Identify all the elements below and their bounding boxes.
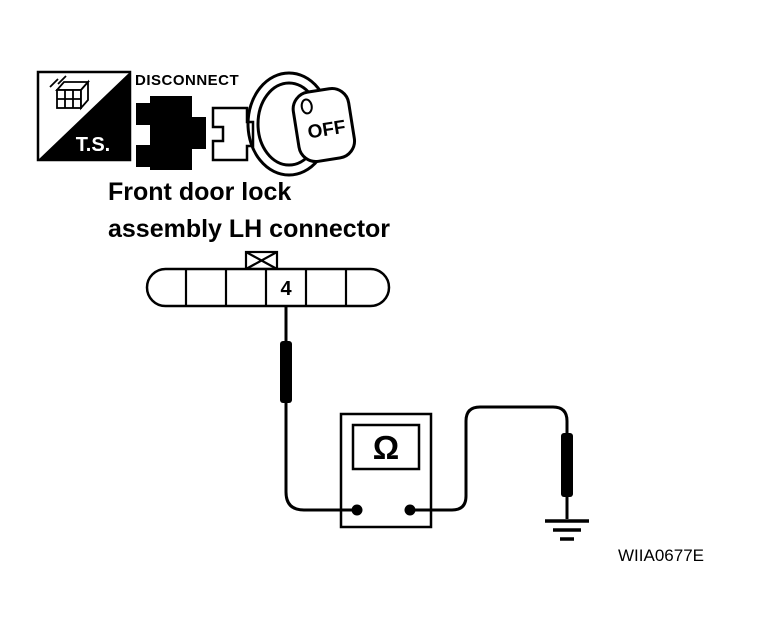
disconnect-label: DISCONNECT — [135, 72, 239, 89]
ts-tool-icon: T.S. — [36, 70, 132, 162]
connector-clip-marker-icon — [244, 250, 279, 271]
connector-body — [145, 267, 391, 308]
figure-id: WIIA0677E — [618, 546, 704, 565]
key-hole — [300, 98, 313, 115]
ohmmeter-terminal-left — [351, 504, 363, 516]
caption-line-1: Front door lock — [108, 178, 291, 206]
disconnect-left-connector-icon — [136, 96, 206, 170]
test-probe-right — [561, 433, 573, 497]
disconnect-icon: DISCONNECT — [135, 72, 255, 170]
caption-line-2: assembly LH connector — [108, 215, 390, 243]
key-off-icon: OFF — [246, 71, 357, 177]
test-leads — [284, 306, 569, 519]
key-head: OFF — [291, 87, 357, 164]
ohm-symbol: Ω — [373, 429, 399, 466]
caption: Front door lock assembly LH connector — [108, 178, 390, 243]
ts-icon-black-triangle — [38, 72, 130, 160]
ohmmeter-terminal-right — [404, 504, 416, 516]
ohmmeter-display — [351, 423, 421, 471]
ground-icon — [545, 519, 589, 541]
ts-icon-label: T.S. — [76, 134, 110, 156]
connector-cell-dividers — [184, 269, 348, 306]
connector-pin-4-label: 4 — [280, 278, 292, 300]
wire-meter-right-to-probe — [410, 405, 569, 512]
ohmmeter: Ω — [339, 412, 433, 529]
ts-connector-sketch-icon — [49, 75, 90, 111]
connector-pill: 4 — [145, 250, 391, 308]
wire-probe-to-meter-left — [284, 403, 357, 512]
test-probe-left — [280, 341, 292, 403]
